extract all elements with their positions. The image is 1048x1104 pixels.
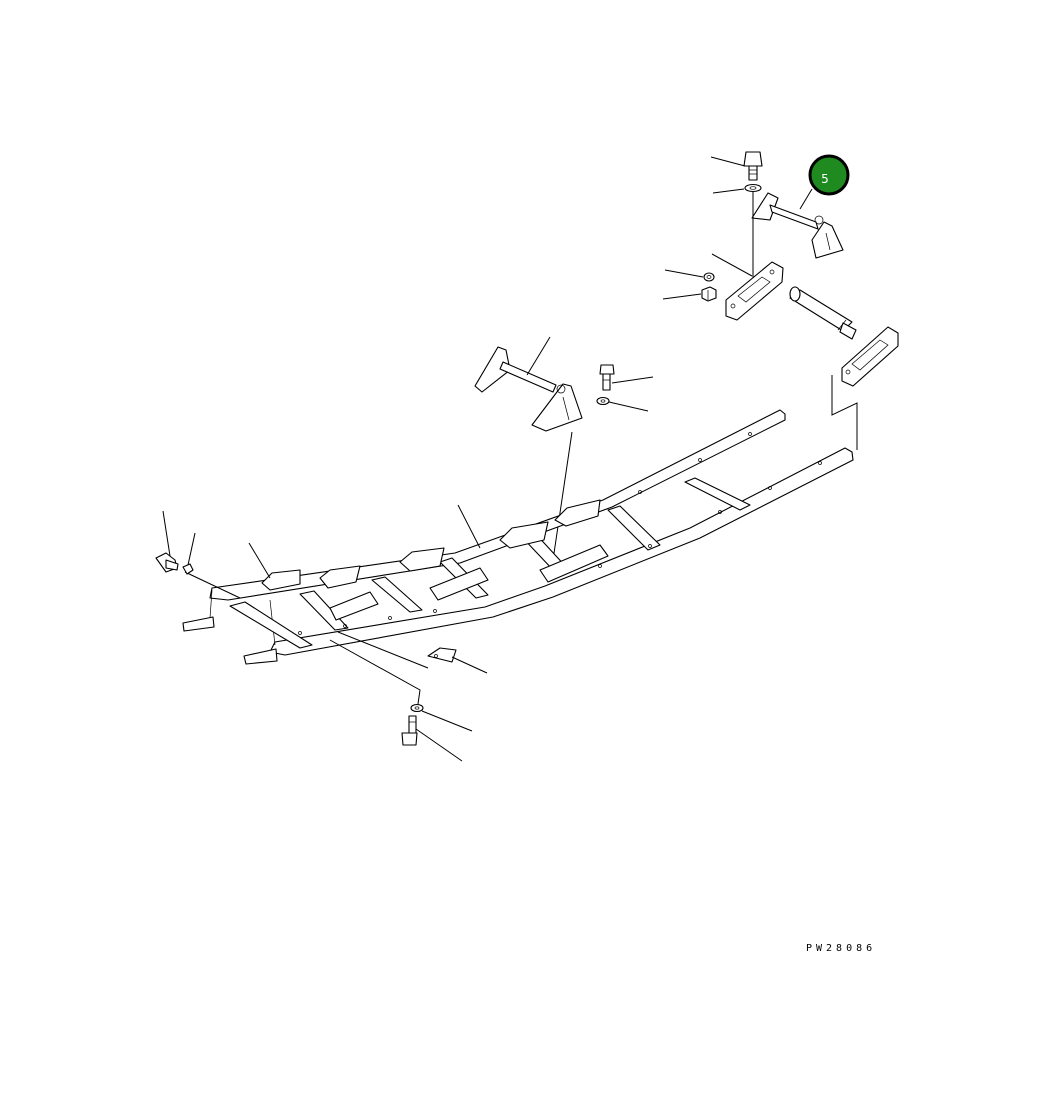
leader-line [337,631,429,669]
nut-icon [701,286,717,302]
leader-line [662,293,702,300]
leader-line [608,401,649,412]
leader-line [248,542,271,579]
middle-bolt-icon [599,364,615,391]
leader-line [187,532,196,566]
mount-plate-icon [725,261,784,321]
lower-washer-icon [410,703,424,713]
shaft-bracket-icon [751,192,844,259]
leader-line [421,710,473,732]
leader-line [415,728,463,762]
drawing-code: PW28086 [806,943,877,954]
leader-line [831,375,858,450]
cross-shaft-icon [474,346,583,432]
callout-badge: 5 [808,154,850,196]
leader-line [457,504,481,549]
leader-line [184,571,241,599]
plug-icon [182,563,194,575]
leader-line [711,253,753,277]
leader-line [712,188,745,194]
leader-line [552,431,573,561]
mount-plate-icon [841,326,899,387]
chassis-frame-icon [182,409,854,665]
cylinder-icon [789,286,857,340]
leader-line [611,376,654,384]
grease-fitting-icon [155,552,179,573]
leader-line [451,656,488,674]
leader-line [329,639,421,705]
top-bolt-icon [743,151,763,181]
leader-line [710,156,746,167]
clip-bracket-icon [427,647,457,663]
leader-line [162,510,171,557]
middle-washer-icon [596,396,610,406]
leader-line [526,336,551,376]
leader-line [799,188,813,210]
callout-circle [808,154,850,196]
callout-number: 5 [821,172,829,186]
leader-line [664,269,704,278]
small-washer-icon [703,272,715,282]
lower-bolt-icon [401,715,418,746]
top-washer-icon [744,183,762,193]
